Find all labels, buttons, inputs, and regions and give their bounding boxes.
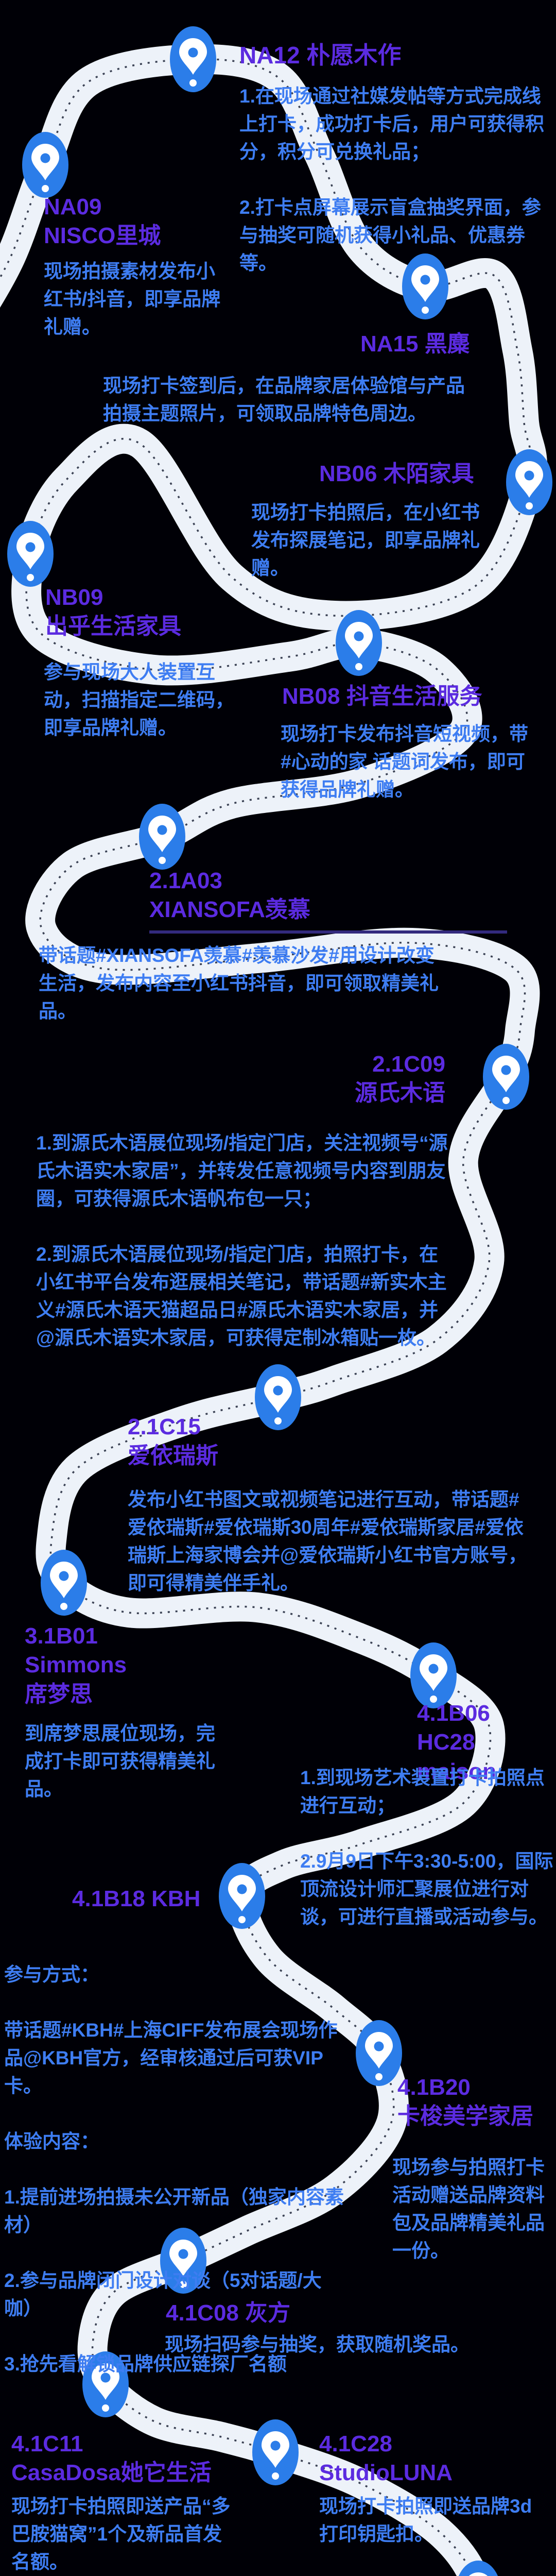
map-pin-icon [170, 26, 216, 92]
waypoint-2-1A03-body: 带话题#XIANSOFA羡慕#羡慕沙发#用设计改变生活，发布内容至小红书抖音，即… [39, 945, 439, 1022]
title-underline [149, 930, 507, 934]
map-pin-icon [336, 610, 382, 676]
waypoint-NB09-title: NB09 出乎生活家具 [45, 585, 181, 639]
waypoint-4-1B18-title: 4.1B18 KBH [72, 1886, 201, 1911]
waypoint-4-1B06-body: 1.到现场艺术装置打卡拍照点进行互动； 2.9月9日下午3:30-5:00，国际… [300, 1767, 553, 1928]
waypoint-NA09-body: 现场拍摄素材发布小红书/抖音，即享品牌礼赠。 [44, 261, 221, 338]
waypoint-NA15-title: NA15 黑麋 [360, 331, 470, 357]
map-pin-icon [22, 132, 68, 198]
map-pin-icon [356, 2020, 402, 2086]
waypoint-4-1B18-body: 参与方式： 带话题#KBH#上海CIFF发布展会现场作品@KBH官方，经审核通过… [4, 1964, 344, 2375]
waypoint-NA12-title: NA12 朴愿木作 [239, 42, 402, 69]
map-pin-icon [160, 2228, 206, 2294]
waypoint-2-1C15-title: 2.1C15 爱依瑞斯 [128, 1414, 218, 1469]
waypoint-NB09-body: 参与现场大人装置互动，扫描指定二维码，即享品牌礼赠。 [44, 662, 234, 739]
waypoint-NB06-body: 现场打卡拍照后，在小红书发布探展笔记，即享品牌礼赠。 [251, 502, 480, 579]
map-pin-icon [7, 521, 54, 587]
waypoint-3-1B01-title: 3.1B01 Simmons 席梦思 [25, 1623, 127, 1707]
waypoint-NB06-title: NB06 木陌家具 [319, 461, 474, 486]
waypoint-4-1C11-title: 4.1C11 CasaDosa她它生活 [11, 2431, 212, 2486]
waypoint-3-1B01-body: 到席梦思展位现场，完成打卡即可获得精美礼品。 [25, 1723, 215, 1800]
waypoint-NA09-title: NA09 NISCO里城 [44, 194, 161, 249]
map-pin-icon [82, 2351, 129, 2417]
map-pin-icon [139, 804, 185, 870]
waypoint-4-1B20-body: 现场参与拍照打卡活动赠送品牌资料包及品牌精美礼品一份。 [392, 2157, 545, 2262]
map-pin-icon [483, 1044, 529, 1110]
route-dashed-centerline [0, 58, 533, 2576]
waypoint-4-1B20-title: 4.1B20 卡梭美学家居 [397, 2075, 533, 2129]
waypoint-4-1C08-title: 4.1C08 灰方 [166, 2300, 291, 2326]
waypoint-4-1C08-body: 现场扫码参与抽奖，获取随机奖品。 [165, 2334, 470, 2355]
waypoint-4-1B06-title: 4.1B06 HC28 maison [417, 1701, 497, 1784]
map-pin-icon [410, 1642, 457, 1708]
map-pin-icon [252, 2419, 299, 2485]
waypoint-2-1C09-title: 2.1C09 源氏木语 [355, 1052, 445, 1106]
waypoint-4-1C28-body: 现场打卡拍照即送品牌3d打印钥匙扣。 [319, 2496, 532, 2545]
waypoint-NB08-body: 现场打卡发布抖音短视频，带#心动的家 话题词发布，即可获得品牌礼赠。 [281, 723, 528, 801]
map-pin-icon [41, 1550, 87, 1616]
waypoint-4-1C11-body: 现场打卡拍照即送产品“多巴胺猫窝”1个及新品首发名额。 [11, 2496, 231, 2573]
map-pin-icon [458, 2561, 498, 2576]
waypoint-2-1C09-body: 1.到源氏木语展位现场/指定门店，关注视频号“源氏木语实木家居”，并转发任意视频… [36, 1132, 448, 1349]
waypoint-NA12-body: 1.在现场通过社媒发帖等方式完成线上打卡，成功打卡后，用户可获得积分，积分可兑换… [239, 86, 544, 274]
map-pin-icon [219, 1863, 265, 1929]
map-pin-icon [506, 449, 552, 515]
waypoint-2-1A03-title: 2.1A03 XIANSOFA羡慕 [149, 868, 310, 923]
map-pin-icon [255, 1364, 301, 1430]
waypoint-2-1C15-body: 发布小红书图文或视频笔记进行互动，带话题#爱依瑞斯#爱依瑞斯30周年#爱依瑞斯家… [128, 1489, 528, 1594]
waypoint-4-1C28-title: 4.1C28 StudioLUNA [319, 2431, 453, 2486]
waypoint-NB08-title: NB08 抖音生活服务 [282, 684, 482, 709]
map-pin-icon [402, 253, 448, 319]
waypoint-NA15-body: 现场打卡签到后，在品牌家居体验馆与产品拍摄主题照片，可领取品牌特色周边。 [103, 375, 465, 425]
